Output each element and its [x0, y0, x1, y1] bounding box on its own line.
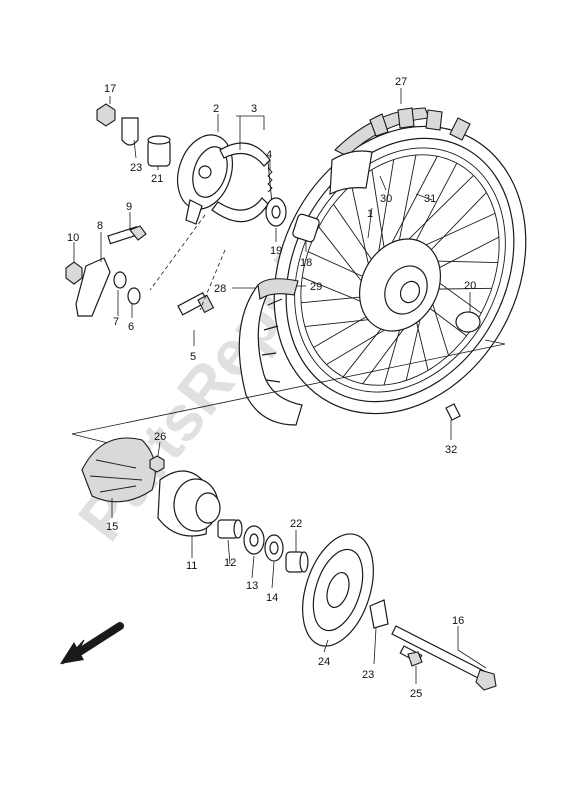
callout-17: 17 — [104, 83, 116, 95]
spoke — [423, 303, 467, 337]
spoke — [371, 169, 386, 257]
wheel-assembly[interactable] — [225, 82, 574, 458]
nut-10[interactable] — [65, 261, 83, 285]
callout-5: 5 — [190, 351, 196, 363]
spoke — [414, 313, 429, 371]
arrow-down-left-icon — [60, 622, 124, 665]
brake-panel[interactable] — [169, 128, 242, 225]
callout-19: 19 — [270, 245, 282, 257]
spoke — [409, 162, 458, 254]
callout-9: 9 — [126, 201, 132, 213]
callout-7: 7 — [113, 316, 119, 328]
callout-14: 14 — [266, 592, 278, 604]
spacer-22[interactable] — [285, 551, 309, 573]
callout-26: 26 — [154, 431, 166, 443]
callout-31: 31 — [424, 193, 436, 205]
nut-26[interactable] — [149, 455, 165, 473]
spoke — [307, 251, 373, 282]
nut-17[interactable] — [96, 103, 116, 127]
brake-cam[interactable] — [147, 135, 171, 167]
leader-lines — [73, 88, 487, 684]
washer-7[interactable] — [113, 271, 127, 289]
washer-23-lower[interactable] — [369, 599, 389, 629]
spoke — [396, 154, 417, 252]
callout-11: 11 — [186, 560, 197, 572]
bolt-9[interactable] — [107, 225, 147, 245]
tire-tread — [334, 107, 471, 157]
callout-23-lower: 23 — [362, 669, 374, 681]
valve-cap[interactable] — [445, 403, 461, 421]
damper-15[interactable] — [81, 437, 156, 503]
bearing-19[interactable] — [265, 197, 287, 227]
spacer-18[interactable] — [292, 213, 320, 243]
rim-band[interactable] — [329, 150, 373, 196]
callout-3: 3 — [251, 103, 257, 115]
oil-seal-14[interactable] — [264, 534, 284, 562]
spoke — [333, 203, 377, 267]
spoke — [384, 156, 438, 257]
callout-27: 27 — [395, 76, 407, 88]
callout-8: 8 — [97, 220, 103, 232]
callout-21: 21 — [151, 173, 163, 185]
spacer-12[interactable] — [217, 519, 243, 539]
callout-13: 13 — [246, 580, 258, 592]
callout-22: 22 — [290, 518, 302, 530]
callout-32: 32 — [445, 444, 457, 456]
callout-1: 1 — [367, 208, 373, 220]
callout-23-upper: 23 — [130, 162, 142, 174]
callout-25: 25 — [410, 688, 422, 700]
callout-24: 24 — [318, 656, 330, 668]
washer-23-upper[interactable] — [121, 117, 139, 146]
axle-16[interactable] — [391, 625, 497, 691]
callout-6: 6 — [128, 321, 134, 333]
bearing-13[interactable] — [243, 525, 265, 555]
callout-16: 16 — [452, 615, 464, 627]
inner-tube[interactable] — [238, 278, 303, 426]
callout-30: 30 — [380, 193, 392, 205]
camshaft-5[interactable] — [177, 292, 215, 316]
callout-15: 15 — [106, 521, 118, 533]
callout-labels: 27 1 2 3 4 5 6 7 8 9 10 11 12 13 14 15 1… — [67, 76, 476, 700]
brake-arm[interactable] — [75, 257, 111, 317]
callout-20: 20 — [464, 280, 476, 292]
spacer-20[interactable] — [455, 311, 481, 333]
washer-6[interactable] — [127, 287, 141, 305]
callout-2: 2 — [213, 103, 219, 115]
bolt-25[interactable] — [399, 645, 423, 667]
sprocket-drum-11[interactable] — [157, 470, 221, 537]
callout-4: 4 — [266, 149, 272, 161]
callout-28: 28 — [214, 283, 226, 295]
callout-12: 12 — [224, 557, 236, 569]
sprocket-24[interactable] — [290, 525, 387, 655]
callout-29: 29 — [310, 281, 322, 293]
brake-spring[interactable] — [267, 167, 273, 193]
callout-18: 18 — [300, 257, 312, 269]
spoke — [375, 159, 395, 268]
callout-10: 10 — [67, 232, 79, 244]
